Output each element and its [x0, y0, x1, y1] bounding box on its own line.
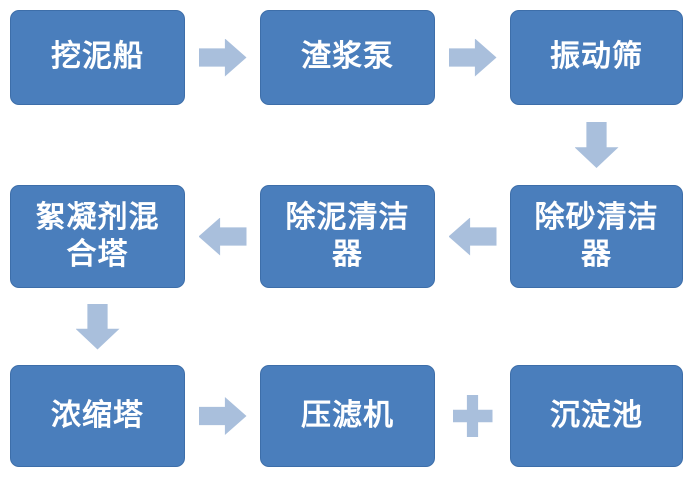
connector-filter-press-plus-sedimentation-tank — [435, 365, 510, 467]
connector-vibrating-screen-to-sand-removal-cleaner — [510, 105, 683, 185]
node-sand-removal-cleaner: 除砂清洁器 — [510, 185, 683, 288]
connector-flocculant-mixing-tower-to-thickening-tower — [10, 288, 185, 365]
connector-sand-removal-cleaner-to-mud-removal-cleaner — [435, 185, 510, 288]
node-vibrating-screen: 振动筛 — [510, 10, 683, 105]
node-dredger: 挖泥船 — [10, 10, 185, 105]
arrow-right-icon — [198, 38, 247, 77]
node-mud-removal-cleaner: 除泥清洁器 — [260, 185, 435, 288]
arrow-down-icon — [75, 303, 120, 350]
node-slurry-pump: 渣浆泵 — [260, 10, 435, 105]
connector-mud-removal-cleaner-to-flocculant-mixing-tower — [185, 185, 260, 288]
arrow-down-icon — [574, 122, 619, 168]
arrow-right-icon — [198, 397, 247, 435]
arrow-right-icon — [448, 38, 497, 77]
node-thickening-tower: 浓缩塔 — [10, 365, 185, 467]
arrow-left-icon — [448, 217, 497, 256]
plus-icon — [452, 395, 493, 437]
connector-slurry-pump-to-vibrating-screen — [435, 10, 510, 105]
connector-dredger-to-slurry-pump — [185, 10, 260, 105]
arrow-left-icon — [198, 217, 247, 256]
node-flocculant-mixing-tower: 絮凝剂混合塔 — [10, 185, 185, 288]
node-sedimentation-tank: 沉淀池 — [510, 365, 683, 467]
node-filter-press: 压滤机 — [260, 365, 435, 467]
connector-thickening-tower-to-filter-press — [185, 365, 260, 467]
